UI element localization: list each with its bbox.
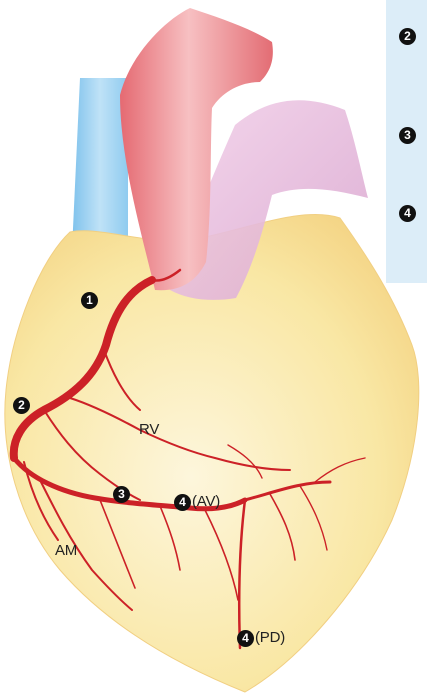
marker-m4pd: 4 <box>237 630 254 647</box>
marker-m1: 1 <box>81 292 98 309</box>
marker-label-m4av: (AV) <box>192 493 220 510</box>
marker-label-m4pd: (PD) <box>255 629 285 646</box>
legend-marker-4: 4 <box>399 205 416 222</box>
legend-marker-3: 3 <box>399 127 416 144</box>
marker-m3: 3 <box>113 486 130 503</box>
region-label-am: AM <box>55 542 77 559</box>
legend-panel: 2 3 4 <box>386 0 427 283</box>
region-label-rv: RV <box>139 421 159 438</box>
vena-cava <box>72 78 128 250</box>
marker-m2: 2 <box>13 397 30 414</box>
marker-m4av: 4 <box>174 494 191 511</box>
legend-marker-2: 2 <box>399 28 416 45</box>
